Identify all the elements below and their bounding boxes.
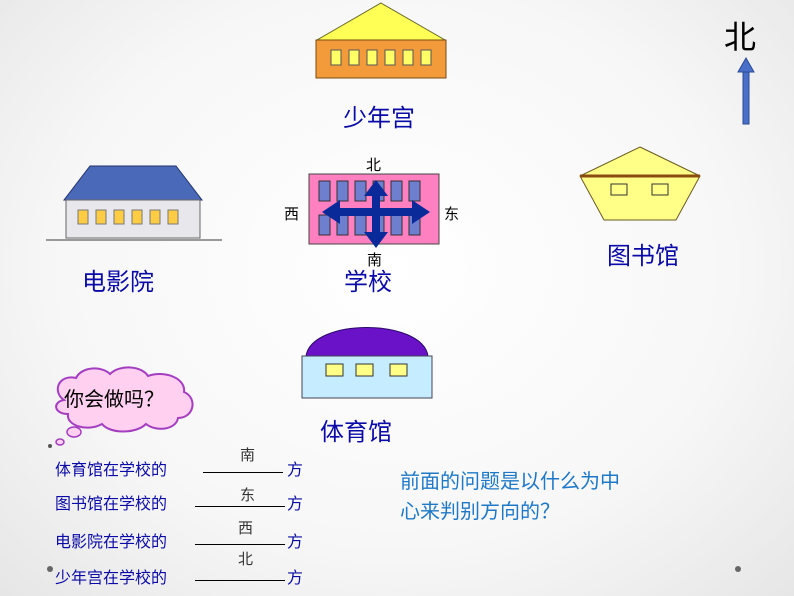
school-label: 学校	[344, 268, 392, 296]
exercise-answer: 东	[240, 486, 256, 504]
school-compass-cross-icon	[322, 180, 430, 248]
exercise-suffix: 方	[287, 460, 304, 479]
exercise-blank[interactable]	[203, 458, 283, 473]
gym-building-icon	[301, 327, 433, 399]
exercise-suffix: 方	[287, 532, 304, 551]
center-question-line2: 心来判别方向的？	[400, 499, 560, 523]
slide-dot-left	[47, 566, 53, 572]
exercise-prompt: 电影院在学校的	[55, 532, 168, 551]
library-label: 图书馆	[607, 242, 679, 270]
cloud-text: 你会做吗？	[64, 387, 164, 411]
school-east-label: 东	[444, 205, 460, 223]
exercise-blank[interactable]	[195, 492, 285, 507]
youth-palace-building-icon	[315, 2, 447, 79]
school-north-label: 北	[366, 156, 382, 174]
exercise-suffix: 方	[287, 568, 304, 587]
exercise-list: 南 体育馆在学校的 方 东 图书馆在学校的 方 西 电影院在学校的 方 北 少年…	[55, 444, 345, 594]
library-building-icon	[579, 146, 701, 221]
exercise-suffix: 方	[287, 494, 304, 513]
youth-palace-label: 少年宫	[343, 104, 415, 132]
exercise-blank[interactable]	[195, 530, 285, 545]
exercise-prompt: 少年宫在学校的	[55, 568, 168, 587]
exercise-blank[interactable]	[195, 566, 285, 581]
cinema-building-icon	[46, 165, 222, 241]
exercise-prompt: 体育馆在学校的	[55, 460, 168, 479]
slide-dot-right	[735, 566, 741, 572]
north-arrow-icon	[737, 56, 755, 125]
exercise-answer: 南	[240, 446, 256, 464]
school-south-label: 南	[367, 251, 383, 269]
center-question: 前面的问题是以什么为中 心来判别方向的？	[400, 466, 620, 526]
thought-cloud-icon	[48, 366, 194, 448]
cinema-label: 电影院	[82, 268, 154, 296]
school-west-label: 西	[284, 205, 300, 223]
north-compass-label: 北	[724, 18, 757, 56]
exercise-answer: 北	[238, 550, 254, 568]
gym-label: 体育馆	[320, 418, 392, 446]
exercise-prompt: 图书馆在学校的	[55, 494, 168, 513]
center-question-line1: 前面的问题是以什么为中	[400, 469, 620, 493]
exercise-answer: 西	[238, 519, 254, 537]
